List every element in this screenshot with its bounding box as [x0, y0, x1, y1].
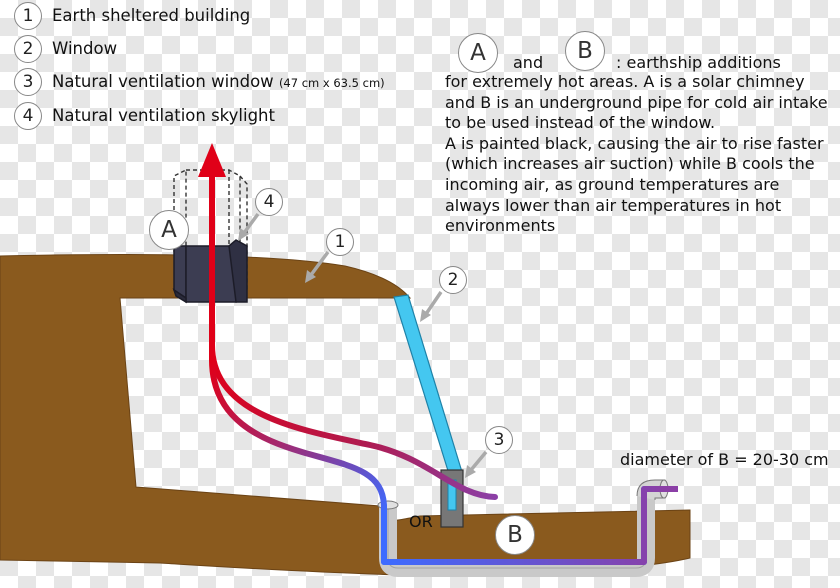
airflow-pipe-inner — [381, 486, 678, 565]
legend-label: Natural ventilation skylight — [52, 106, 275, 125]
description-line: (which increases air suction) while B co… — [445, 154, 815, 174]
description-line: A is painted black, causing the air to r… — [445, 133, 824, 153]
description-line: incoming air, as ground temperatures are — [445, 174, 780, 194]
legend-label: Natural ventilation window — [52, 72, 274, 91]
airflow-pipe-path — [209, 359, 678, 565]
description-line: environments — [445, 216, 556, 236]
description-line: and B is an underground pipe for cold ai… — [445, 92, 828, 112]
airflow-window-path — [209, 342, 498, 500]
solar-chimney — [172, 239, 248, 304]
description-line: for extremely hot areas. A is a solar ch… — [445, 72, 805, 91]
earth-ground — [0, 254, 691, 577]
callout-badge: 4 — [255, 188, 283, 216]
slanted-window — [393, 294, 463, 475]
callout-badge: 3 — [485, 426, 513, 454]
description-line: to be used instead of the window. — [445, 113, 716, 133]
description-lead: : earthship additions — [616, 53, 781, 72]
legend-number-badge: 3 — [14, 68, 42, 96]
legend-label-group: Natural ventilation window (47 cm x 63.5… — [52, 72, 385, 91]
legend-number-badge: 4 — [14, 102, 42, 130]
legend-number-badge: 1 — [14, 2, 42, 30]
marker-a-badge: A — [458, 33, 498, 73]
legend-label: Earth sheltered building — [52, 6, 251, 25]
description-text: for extremely hot areas. A is a solar ch… — [445, 72, 840, 237]
label-a-badge: A — [149, 210, 189, 250]
description-line: always lower than air temperatures in ho… — [445, 195, 782, 215]
legend-dimension-note: (47 cm x 63.5 cm) — [278, 76, 385, 90]
label-b-badge: B — [495, 515, 535, 555]
callout-pointers — [238, 212, 488, 478]
hot-air-arrow-head — [198, 143, 226, 177]
callout-badge: 1 — [326, 228, 354, 256]
diameter-note: diameter of B = 20-30 cm — [620, 450, 829, 469]
legend-number-badge: 2 — [14, 35, 42, 63]
or-label: OR — [409, 512, 433, 531]
callout-badge: 2 — [439, 266, 467, 294]
legend-label: Window — [52, 39, 118, 58]
marker-b-badge: B — [565, 31, 605, 71]
and-word: and — [513, 53, 544, 72]
